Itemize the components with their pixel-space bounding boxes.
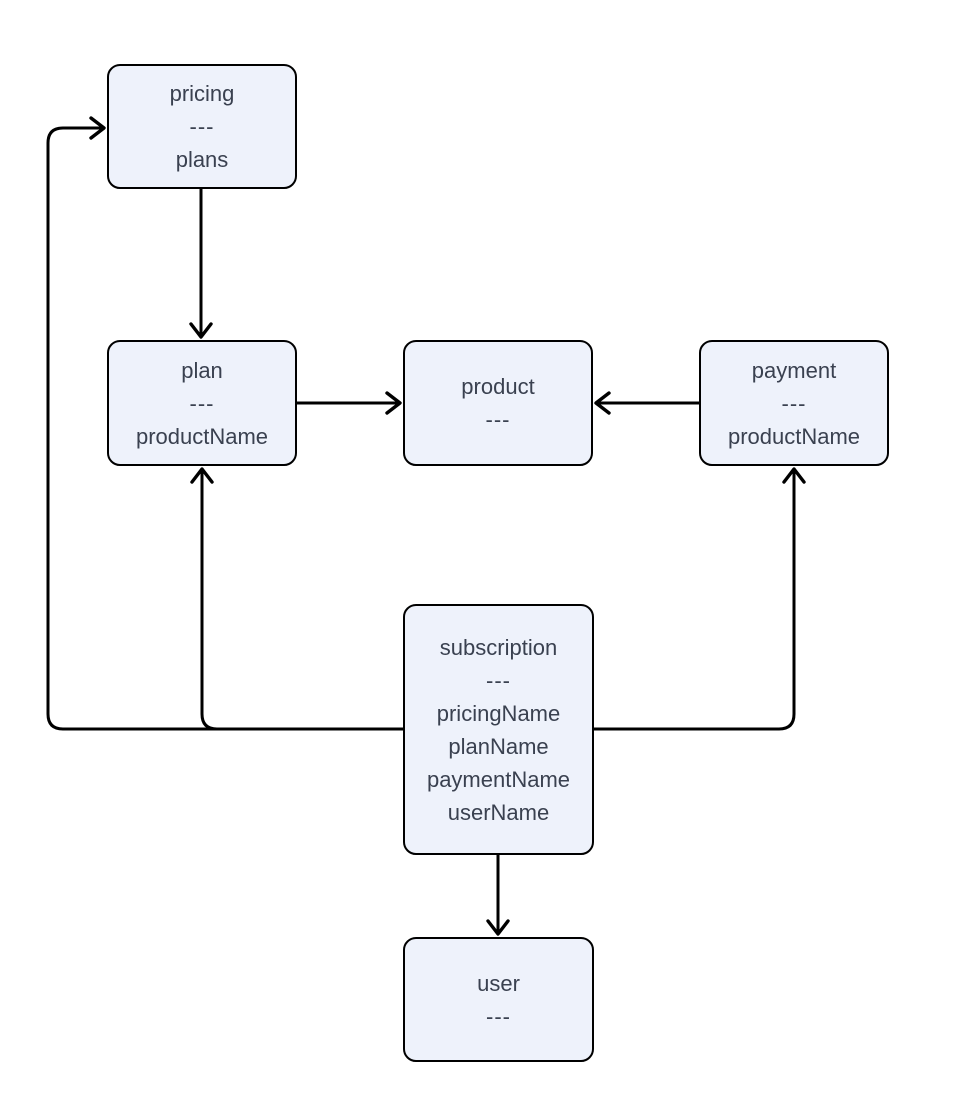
node-pricing: pricing --- plans xyxy=(107,64,297,189)
node-subscription-attribute: planName xyxy=(448,733,549,759)
node-payment-title: payment xyxy=(751,357,837,383)
node-pricing-attribute: plans xyxy=(175,147,229,172)
node-plan: plan --- productName xyxy=(107,340,297,466)
node-user-separator: --- xyxy=(486,1003,511,1029)
node-pricing-separator: --- xyxy=(189,114,215,139)
node-subscription-attribute: paymentName xyxy=(426,766,571,792)
node-plan-separator: --- xyxy=(189,390,215,416)
node-payment: payment --- productName xyxy=(699,340,889,466)
edge-subscription-to-plan xyxy=(190,467,403,731)
node-plan-title: plan xyxy=(181,357,223,383)
node-subscription-title: subscription xyxy=(439,634,558,660)
node-subscription-separator: --- xyxy=(486,667,511,693)
node-user: user --- xyxy=(403,937,594,1062)
node-user-title: user xyxy=(477,970,520,996)
edge-subscription-to-payment xyxy=(594,467,806,731)
node-subscription-attribute: userName xyxy=(447,799,550,825)
node-product-separator: --- xyxy=(485,407,511,432)
node-subscription-attribute: pricingName xyxy=(436,700,561,726)
node-subscription: subscription --- pricingName planName pa… xyxy=(403,604,594,855)
node-payment-separator: --- xyxy=(781,390,807,416)
node-plan-attribute: productName xyxy=(135,423,269,449)
node-payment-attribute: productName xyxy=(727,423,861,449)
node-product-title: product xyxy=(461,374,535,399)
node-product: product --- xyxy=(403,340,593,466)
node-pricing-title: pricing xyxy=(169,81,235,106)
